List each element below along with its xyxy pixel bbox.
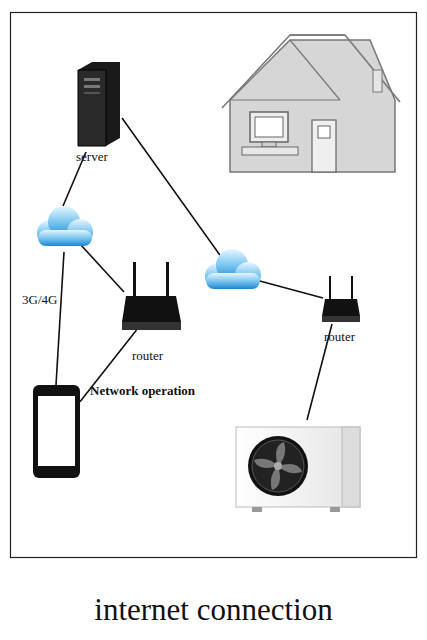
house xyxy=(222,35,400,172)
link-label: 3G/4G xyxy=(22,292,57,308)
frame xyxy=(11,13,417,558)
server-node: server xyxy=(78,62,120,147)
node-label: Network operation xyxy=(90,383,195,399)
heat-pump-unit xyxy=(236,427,360,512)
server-icon xyxy=(78,62,120,146)
node-label: router xyxy=(324,329,355,345)
caption: internet connection xyxy=(0,592,427,628)
cloud-icon xyxy=(205,249,261,289)
router-icon xyxy=(322,276,360,322)
phone-icon xyxy=(33,385,80,478)
node-label: server xyxy=(76,149,108,165)
cloud-icon xyxy=(37,206,93,246)
router-node: router xyxy=(122,292,181,330)
router-node: router xyxy=(322,294,360,322)
router-icon xyxy=(122,262,181,330)
node-label: router xyxy=(132,348,163,364)
phone-node: Network operation xyxy=(33,385,80,478)
